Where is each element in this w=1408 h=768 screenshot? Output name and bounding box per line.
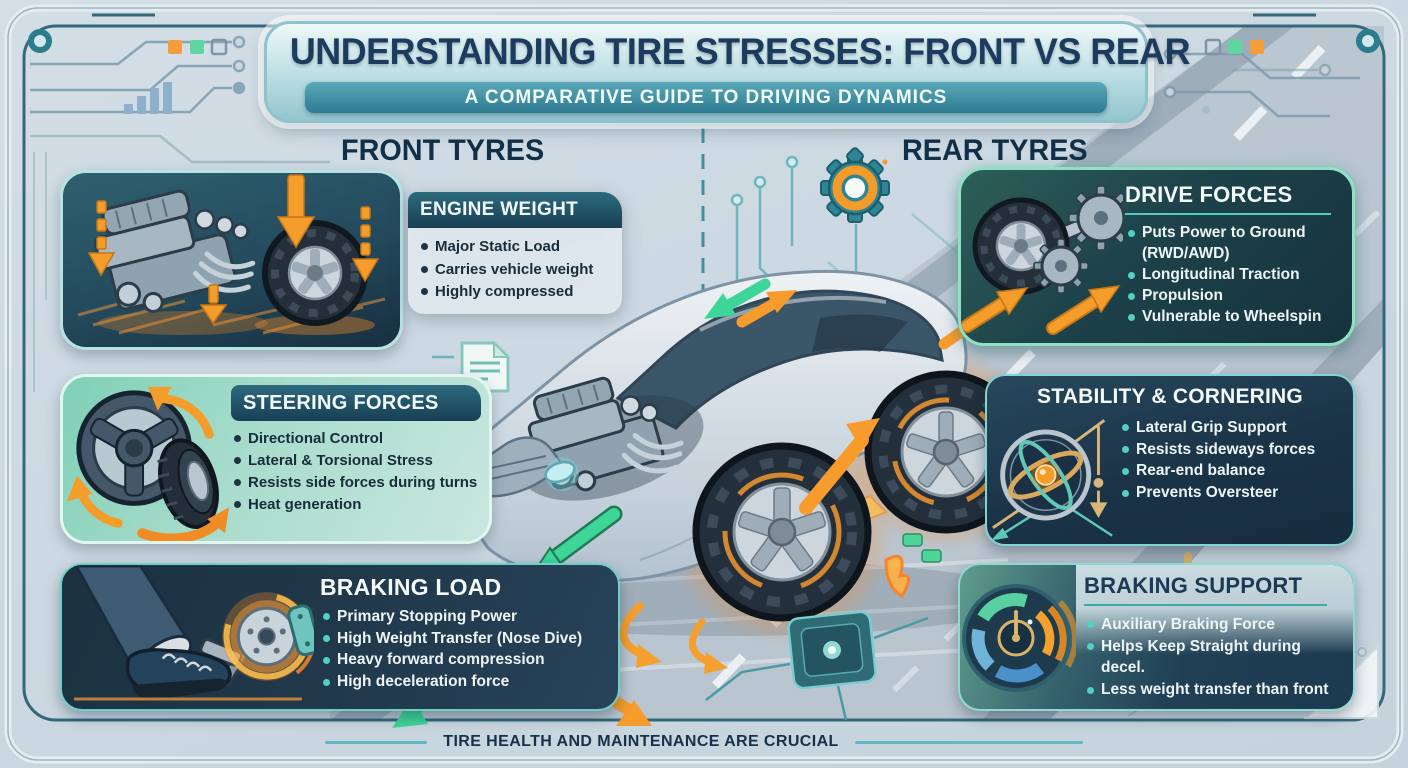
bullet-item: Vulnerable to Wheelspin xyxy=(1125,307,1344,328)
bullet-item: Highly compressed xyxy=(418,281,612,304)
drivetrain-gears-icon xyxy=(961,185,1123,335)
car-engine-cutaway xyxy=(527,376,684,492)
bullet-item: Heat generation xyxy=(231,494,481,516)
bullet-item: Auxiliary Braking Force xyxy=(1084,614,1343,636)
bullet-item: Puts Power to Ground (RWD/AWD) xyxy=(1125,223,1344,265)
braking-support-title: BRAKING SUPPORT xyxy=(1084,573,1328,606)
green-chip-decor xyxy=(902,533,923,547)
subtitle-text: A COMPARATIVE GUIDE TO DRIVING DYNAMICS xyxy=(464,86,948,108)
gear-icon xyxy=(820,147,890,223)
circuit-traces-top-left xyxy=(30,35,330,392)
frame-border xyxy=(4,4,1404,764)
main-title: UNDERSTANDING TIRE STRESSES: FRONT VS RE… xyxy=(289,31,1191,72)
bar-chart-icon xyxy=(124,82,172,114)
footer-line-left xyxy=(325,740,428,744)
bullet-item: Carries vehicle weight xyxy=(418,259,612,282)
footer-banner: TIRE HEALTH AND MAINTENANCE ARE CRUCIAL xyxy=(0,733,1408,751)
gyroscope-icon xyxy=(991,419,1113,540)
brake-disc-icon xyxy=(222,592,314,681)
bullet-item: Rear-end balance xyxy=(1119,460,1353,482)
bullet-item: Prevents Oversteer xyxy=(1119,482,1353,504)
title-banner: UNDERSTANDING TIRE STRESSES: FRONT VS RE… xyxy=(264,21,1191,123)
down-arrow-icon xyxy=(87,174,380,325)
circuit-traces-top-right xyxy=(1163,47,1360,118)
brake-pedal-icon xyxy=(73,565,314,701)
bullet-item: Less weight transfer than front xyxy=(1084,679,1343,701)
steering-forces-title: STEERING FORCES xyxy=(231,385,481,421)
status-squares-top-right xyxy=(1204,38,1264,56)
bullet-item: Helps Keep Straight during decel. xyxy=(1084,636,1343,679)
bullet-item: Longitudinal Traction xyxy=(1125,265,1344,286)
engine-weight-illustration xyxy=(60,170,403,350)
drive-forces-bullets: Puts Power to Ground (RWD/AWD)Longitudin… xyxy=(1125,223,1344,328)
bullet-item: Lateral & Torsional Stress xyxy=(231,450,481,472)
footer-text: TIRE HEALTH AND MAINTENANCE ARE CRUCIAL xyxy=(443,733,839,750)
status-squares-top-left xyxy=(168,38,228,56)
bullet-item: Propulsion xyxy=(1125,286,1344,307)
engine-weight-title: ENGINE WEIGHT xyxy=(408,192,622,228)
subtitle-bar: A COMPARATIVE GUIDE TO DRIVING DYNAMICS xyxy=(305,82,1107,113)
bullet-item: Heavy forward compression xyxy=(320,649,606,671)
up-right-arrow-icon xyxy=(961,285,1121,335)
stability-cornering-card: STABILITY & CORNERING xyxy=(985,374,1355,546)
rotation-arrow-icon xyxy=(66,386,229,541)
stability-cornering-title: STABILITY & CORNERING xyxy=(1037,385,1303,408)
bullet-item: High deceleration force xyxy=(320,671,606,693)
footer-line-right xyxy=(854,740,1083,744)
bullet-item: High Weight Transfer (Nose Dive) xyxy=(320,628,606,650)
bullet-item: Resists sideways forces xyxy=(1119,439,1353,461)
drive-forces-title: DRIVE FORCES xyxy=(1125,182,1331,215)
bullet-item: Primary Stopping Power xyxy=(320,606,606,628)
bullet-item: Resists side forces during turns xyxy=(231,472,481,494)
bullet-item: Major Static Load xyxy=(418,236,612,259)
green-chip-decor xyxy=(921,549,942,563)
drive-forces-card: DRIVE FORCES Puts Power to Ground (RWD/A… xyxy=(958,167,1355,346)
corner-node-icon xyxy=(28,29,52,53)
front-tyres-heading: FRONT TYRES xyxy=(341,134,545,167)
bullet-item: Lateral Grip Support xyxy=(1119,417,1353,439)
bullet-item: Directional Control xyxy=(231,428,481,450)
corner-node-icon xyxy=(1356,29,1380,53)
brake-gauge-icon xyxy=(962,584,1076,692)
braking-load-title: BRAKING LOAD xyxy=(320,574,502,600)
rear-tyres-heading: REAR TYRES xyxy=(902,134,1088,167)
steering-wheel-icon xyxy=(66,386,229,541)
engine-icon xyxy=(77,174,386,335)
down-arrow-icon xyxy=(1089,426,1108,519)
chip-icon xyxy=(705,610,929,721)
